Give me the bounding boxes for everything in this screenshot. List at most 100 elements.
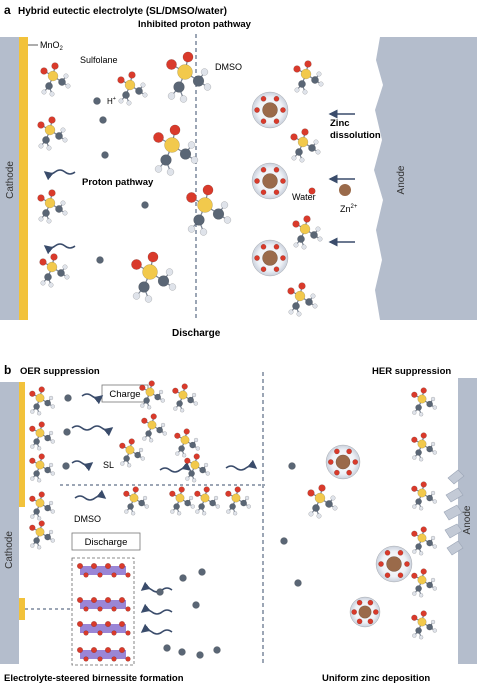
- carbon-atom: [44, 434, 51, 442]
- hydrogen-atom: [432, 544, 437, 549]
- carbon-atom: [44, 533, 51, 541]
- water-oxygen: [260, 266, 267, 273]
- carbon-atom: [426, 581, 433, 589]
- proton: [101, 151, 109, 159]
- oxygen-atom: [420, 526, 427, 533]
- sulfur-atom: [46, 261, 58, 273]
- hydrogen-atom: [418, 506, 424, 511]
- oxygen-atom: [183, 428, 190, 435]
- birnessite-oxygen: [76, 562, 84, 570]
- water-oxygen: [254, 107, 260, 113]
- carbon-atom: [176, 400, 183, 407]
- hydrogen-atom: [310, 293, 316, 299]
- hydrogen-atom: [130, 511, 136, 516]
- hydrogen-atom: [432, 499, 437, 504]
- carbon-atom: [292, 302, 300, 310]
- birnessite-oxygen: [83, 630, 89, 636]
- hydrogen-atom: [188, 495, 194, 501]
- oxygen-atom: [292, 220, 300, 228]
- carbon-atom: [127, 503, 134, 510]
- hydrogen-atom: [226, 509, 231, 514]
- oxygen-atom: [194, 490, 201, 497]
- oxygen-atom: [290, 133, 298, 141]
- wavy-arrow-icon: [43, 243, 76, 255]
- proton: [213, 646, 221, 654]
- birnessite-oxygen: [125, 606, 131, 612]
- anode-label-b: Anode: [462, 505, 473, 534]
- water-oxygen: [273, 189, 280, 196]
- oxygen-atom: [29, 495, 36, 502]
- zinc-flakes: [443, 469, 465, 556]
- carbon-atom: [58, 78, 66, 86]
- hydrogen-atom: [308, 511, 314, 517]
- carbon-atom: [193, 214, 205, 226]
- hydrogen-atom: [62, 264, 68, 270]
- carbon-atom: [33, 537, 40, 544]
- sulfur-atom: [197, 197, 213, 213]
- water-oxygen: [367, 618, 374, 625]
- hydrogen-atom: [312, 303, 318, 309]
- carbon-atom: [426, 445, 433, 453]
- sulfur-atom: [417, 394, 427, 404]
- oxygen-atom: [303, 215, 311, 223]
- hydrogen-atom: [412, 410, 417, 415]
- hydrogen-atom: [132, 292, 141, 300]
- proton: [156, 588, 164, 596]
- birnessite-oxygen: [104, 562, 112, 570]
- zinc-ion: [262, 250, 278, 266]
- sulfur-atom: [180, 435, 190, 445]
- oxygen-atom: [318, 484, 326, 492]
- hydrogen-atom: [50, 509, 55, 514]
- oxygen-atom: [420, 387, 427, 394]
- hydrogen-atom: [316, 71, 322, 77]
- hydrogen-atom: [430, 577, 436, 583]
- sulfur-atom: [164, 137, 180, 153]
- carbon-atom: [295, 148, 303, 156]
- hydrogen-atom: [412, 591, 417, 596]
- mno2-patch-b: [19, 598, 25, 620]
- hydrogen-atom: [165, 268, 174, 276]
- hydrogen-atom: [432, 628, 437, 633]
- hydrogen-atom: [48, 430, 54, 436]
- carbon-atom: [415, 404, 422, 411]
- wavy-arrow-icon: [71, 460, 94, 472]
- hydrogen-atom: [315, 149, 321, 155]
- hydrogen-atom: [330, 495, 336, 501]
- anode-electrode-b: [458, 378, 477, 664]
- oxygen-atom: [141, 417, 148, 424]
- sulfur-atom: [145, 387, 155, 397]
- hydrogen-atom: [201, 511, 207, 516]
- hydrogen-atom: [50, 404, 55, 409]
- hydrogen-atom: [205, 471, 210, 476]
- hydrogen-atom: [179, 95, 188, 103]
- proton-pathway-label: Proton pathway: [82, 177, 154, 188]
- oxygen-atom: [420, 432, 427, 439]
- water-oxygen: [254, 255, 260, 261]
- hydrogen-atom: [223, 216, 232, 224]
- hydrogen-atom: [162, 431, 167, 436]
- oxygen-atom: [50, 253, 58, 261]
- oxygen-atom: [37, 121, 45, 129]
- water-oxygen: [356, 599, 363, 606]
- hydrogen-atom: [142, 436, 147, 441]
- carbon-atom: [33, 438, 40, 445]
- sulfur-atom: [35, 428, 45, 438]
- hydrogen-atom: [170, 509, 175, 514]
- hydrogen-atom: [432, 405, 437, 410]
- sulfur-atom: [297, 136, 309, 148]
- water-oxygen: [273, 266, 280, 273]
- hydrogen-atom: [203, 83, 212, 91]
- hydrogen-atom: [148, 438, 154, 443]
- oxygen-atom: [411, 436, 418, 443]
- birnessite-oxygen: [125, 656, 131, 662]
- hydrogen-atom: [418, 457, 424, 462]
- carbon-atom: [415, 449, 422, 456]
- hydrogen-atom: [173, 406, 178, 411]
- water-oxygen: [260, 166, 267, 173]
- sulfur-atom: [294, 290, 306, 302]
- oxygen-atom: [307, 489, 315, 497]
- hydrogen-atom: [50, 538, 55, 543]
- sulfur-atom: [44, 124, 56, 136]
- hydrogen-atom: [418, 635, 424, 640]
- carbon-atom: [145, 430, 152, 437]
